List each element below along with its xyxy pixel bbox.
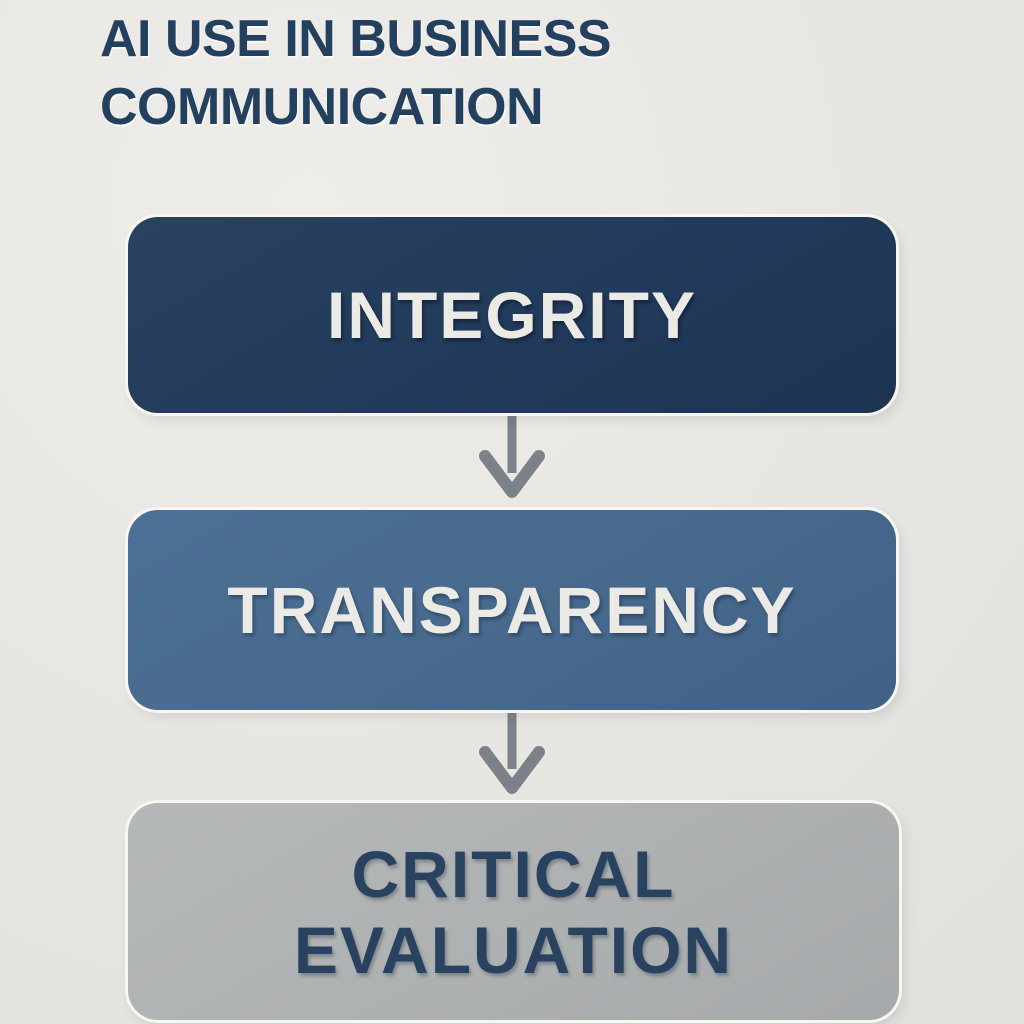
page-title-line-2: COMMUNICATION (100, 78, 544, 136)
arrow-down-icon (479, 415, 545, 498)
node-transparency: TRANSPARENCY (128, 510, 896, 710)
arrow-down-icon (479, 711, 545, 794)
node-integrity-label: INTEGRITY (326, 278, 697, 352)
page-title-line-1: AI USE IN BUSINESS (100, 10, 612, 68)
page-title: AI USE IN BUSINESS COMMUNICATION (100, 5, 740, 141)
node-integrity: INTEGRITY (128, 217, 896, 413)
node-critical-evaluation-label: CRITICAL EVALUATION (293, 836, 734, 987)
node-transparency-label: TRANSPARENCY (227, 573, 797, 647)
node-critical-evaluation: CRITICAL EVALUATION (128, 803, 899, 1020)
